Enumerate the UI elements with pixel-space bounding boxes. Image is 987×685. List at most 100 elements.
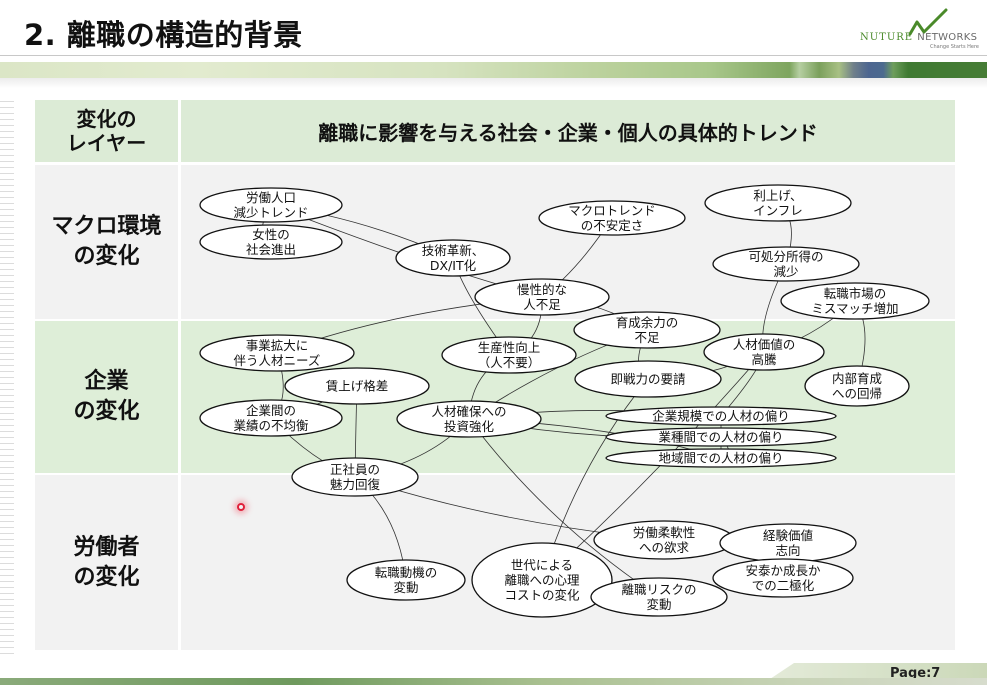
node-label-line: 経験価値 bbox=[763, 528, 813, 543]
node-label-line: インフレ bbox=[753, 203, 803, 218]
node-label-line: DX/IT化 bbox=[430, 258, 477, 273]
node-label-line: 転職市場の bbox=[824, 286, 887, 301]
node-label-line: 企業間の bbox=[246, 403, 296, 418]
node-label-line: 魅力回復 bbox=[330, 477, 381, 492]
node-label-line: 転職動機の bbox=[375, 565, 438, 580]
node-label-line: 即戦力の要請 bbox=[610, 372, 685, 387]
node-label-line: 高騰 bbox=[751, 352, 777, 367]
node-ellipse bbox=[712, 558, 854, 598]
node-ellipse bbox=[704, 184, 852, 222]
node-ellipse bbox=[703, 333, 825, 371]
header-trends: 離職に影響を与える社会・企業・個人の具体的トレンド bbox=[181, 100, 955, 162]
row-label-corporate-line-2: の変化 bbox=[73, 399, 140, 424]
node-label-line: 技術革新、 bbox=[422, 243, 485, 258]
node-label-line: 変動 bbox=[646, 597, 671, 612]
node-ellipse bbox=[605, 448, 837, 468]
decorative-color-band bbox=[0, 62, 987, 78]
row-label-macro-line-1: マクロ環境 bbox=[51, 214, 162, 239]
row-label-worker-line-1: 労働者 bbox=[73, 534, 140, 560]
node-ellipse bbox=[780, 282, 930, 320]
node-ellipse bbox=[712, 246, 860, 282]
node-label-line: 世代による bbox=[511, 558, 573, 573]
node-label-line: 事業拡大に bbox=[246, 338, 309, 353]
node-label-line: （人不要） bbox=[478, 355, 541, 370]
logo-tagline: Change Starts Here bbox=[930, 44, 979, 50]
node-label-line: 利上げ、 bbox=[753, 188, 802, 203]
nodes-layer: 労働人口減少トレンド女性の社会進出技術革新、DX/IT化マクロトレンドの不安定さ… bbox=[199, 184, 930, 618]
header-layer-label: 変化のレイヤー bbox=[35, 100, 178, 162]
node-label-line: 減少 bbox=[773, 264, 798, 279]
node-label-line: 正社員の bbox=[330, 462, 380, 477]
trend-node-n11: 生産性向上（人不要） bbox=[441, 336, 577, 374]
node-label-line: 労働人口 bbox=[246, 190, 296, 205]
node-label-line: 志向 bbox=[775, 543, 800, 558]
trend-node-n18: 企業規模での人材の偏り bbox=[605, 406, 837, 426]
node-label-line: 業績の不均衡 bbox=[233, 418, 308, 433]
node-ellipse bbox=[538, 200, 686, 236]
row-label-worker: 労働者の変化 bbox=[35, 475, 178, 650]
slide-ruler bbox=[0, 96, 14, 656]
node-label-line: 社会進出 bbox=[246, 242, 296, 257]
node-label-line: 人材確保への bbox=[431, 404, 506, 419]
trend-node-n13: 賃上げ格差 bbox=[284, 367, 430, 405]
title-divider bbox=[0, 55, 987, 56]
node-label-line: 賃上げ格差 bbox=[326, 379, 389, 394]
node-label-line: マクロトレンド bbox=[568, 203, 656, 218]
node-label-line: 投資強化 bbox=[444, 419, 495, 434]
node-label-line: 労働柔軟性 bbox=[633, 525, 696, 540]
node-label-line: 離職への心理 bbox=[504, 573, 580, 588]
node-label-line: 育成余力の bbox=[616, 315, 679, 330]
node-ellipse bbox=[346, 559, 466, 601]
logo-brand-1: NUTURE bbox=[860, 32, 914, 43]
node-ellipse bbox=[605, 406, 837, 426]
page-number: Page:7 bbox=[890, 666, 941, 681]
header-layer-line-2: レイヤー bbox=[66, 131, 147, 155]
slide-title: 2. 離職の構造的背景 bbox=[24, 18, 303, 52]
trend-node-n20: 地域間での人材の偏り bbox=[605, 448, 837, 468]
node-ellipse bbox=[804, 365, 910, 407]
node-label-line: 安泰か成長か bbox=[745, 563, 821, 578]
node-ellipse bbox=[574, 360, 722, 398]
node-label-line: 減少トレンド bbox=[233, 205, 308, 220]
node-label-line: 内部育成 bbox=[832, 371, 882, 386]
node-label-line: の不安定さ bbox=[581, 218, 644, 233]
node-label-line: 伴う人材ニーズ bbox=[234, 353, 321, 368]
logo-check-icon bbox=[908, 8, 948, 36]
node-label-line: への欲求 bbox=[639, 540, 690, 555]
footer-color-bar bbox=[0, 678, 987, 685]
node-label-line: での二極化 bbox=[752, 578, 815, 593]
node-ellipse bbox=[199, 399, 343, 437]
trend-node-n3: 技術革新、DX/IT化 bbox=[395, 239, 511, 277]
node-label-line: 女性の bbox=[252, 227, 290, 242]
node-label-line: コストの変化 bbox=[504, 588, 580, 603]
logo: NUTURE NETWORKS bbox=[860, 32, 977, 43]
node-label-line: 人材価値の bbox=[733, 337, 796, 352]
node-label-line: 可処分所得の bbox=[748, 249, 823, 264]
node-ellipse bbox=[573, 311, 721, 349]
trend-node-n14: 即戦力の要請 bbox=[574, 360, 722, 398]
node-ellipse bbox=[199, 187, 343, 223]
node-ellipse bbox=[291, 457, 419, 497]
node-ellipse bbox=[474, 278, 610, 316]
node-label-line: 企業規模での人材の偏り bbox=[652, 409, 790, 424]
node-label-line: 慢性的な bbox=[517, 282, 567, 297]
node-ellipse bbox=[396, 400, 542, 438]
logo-brand-2: NETWORKS bbox=[917, 32, 978, 43]
